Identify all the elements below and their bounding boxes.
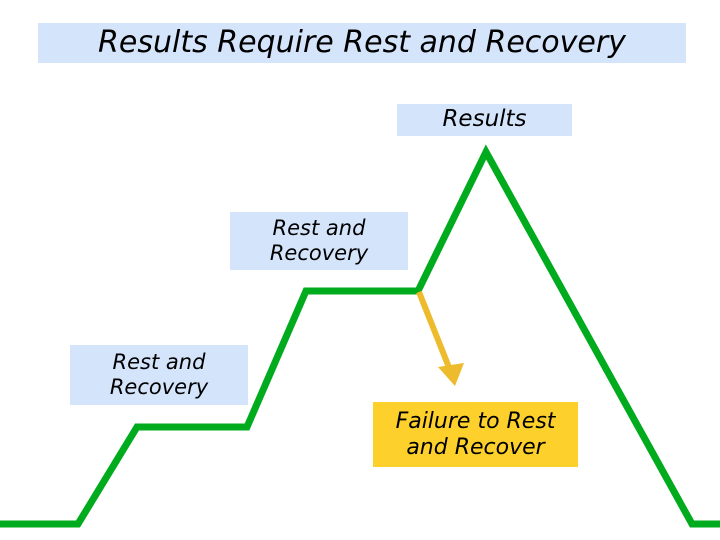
annotation-rest-and-recovery-lower: Rest and Recovery <box>70 345 248 405</box>
annotation-results: Results <box>397 104 572 136</box>
page-title: Results Require Rest and Recovery <box>38 23 686 63</box>
annotation-rest-and-recovery-upper: Rest and Recovery <box>230 212 408 270</box>
failure-arrow-head <box>438 363 464 386</box>
failure-arrow-shaft <box>416 290 455 377</box>
performance-line <box>0 144 720 528</box>
annotation-failure-to-rest-and-recover: Failure to Rest and Recover <box>373 402 578 467</box>
